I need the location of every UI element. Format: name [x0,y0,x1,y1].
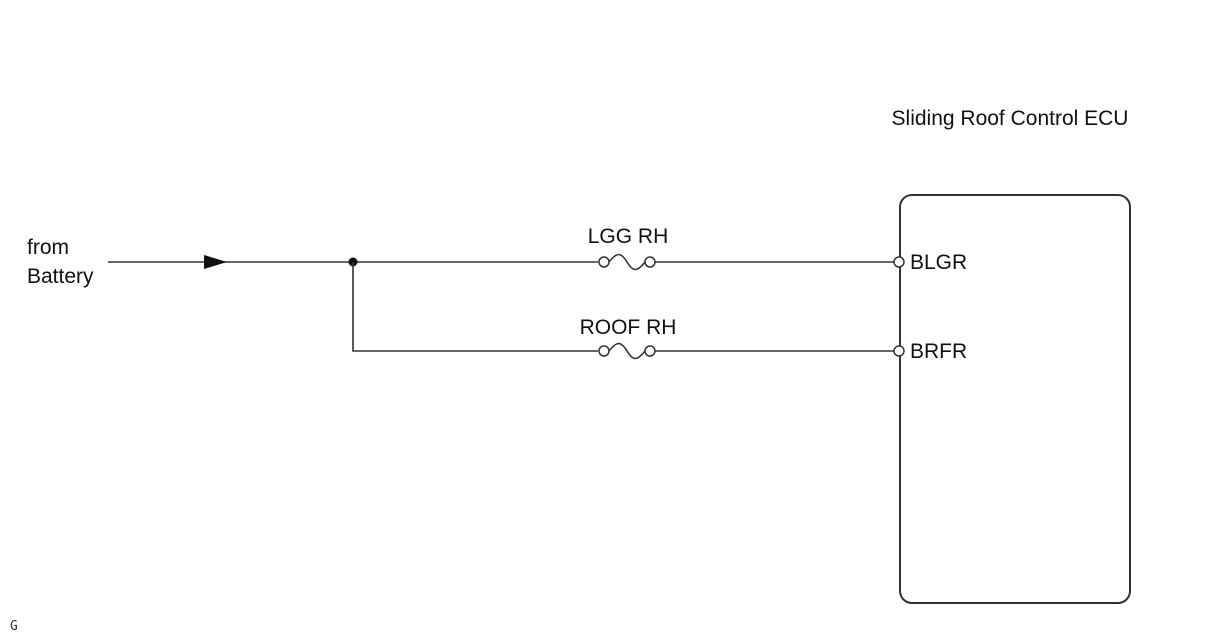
source-label-line1: from [27,236,69,259]
fuse-roof-rh: ROOF RH [580,316,677,360]
fuse-icon [608,342,646,360]
fuse-terminal [644,256,656,268]
corner-mark: G [10,619,18,634]
fuse-icon [608,253,646,271]
fuse-label: LGG RH [588,225,669,248]
fuse-terminal [598,345,610,357]
fuse-terminal [598,256,610,268]
pin-label-blgr: BLGR [910,251,967,274]
pin-terminal [893,345,905,357]
fuse-lgg-rh: LGG RH [588,225,669,271]
pin-label-brfr: BRFR [910,340,967,363]
fuse-terminal [644,345,656,357]
pin-terminal [893,256,905,268]
arrow-icon [204,255,227,269]
ecu-box [899,194,1131,604]
source-label: from Battery [27,236,94,288]
ecu-block: Sliding Roof Control ECU BLGR BRFR [892,107,1131,604]
source-label-line2: Battery [27,265,94,288]
fuse-label: ROOF RH [580,316,677,339]
ecu-title: Sliding Roof Control ECU [892,107,1129,130]
branch-wire [352,262,598,352]
